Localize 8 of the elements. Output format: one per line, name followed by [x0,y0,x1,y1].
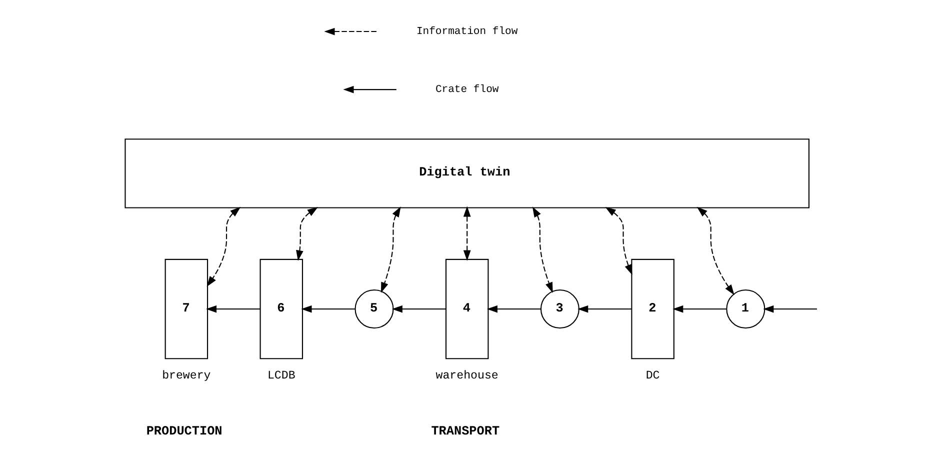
node-label: LCDB [267,369,296,382]
node-label: brewery [162,369,211,382]
label: PRODUCTION [146,424,222,439]
label: TRANSPORT [431,424,500,439]
node-label: DC [646,369,660,382]
legend-label: Crate flow [435,84,499,96]
node-label: warehouse [436,369,498,382]
legend-label: Information flow [416,26,518,38]
